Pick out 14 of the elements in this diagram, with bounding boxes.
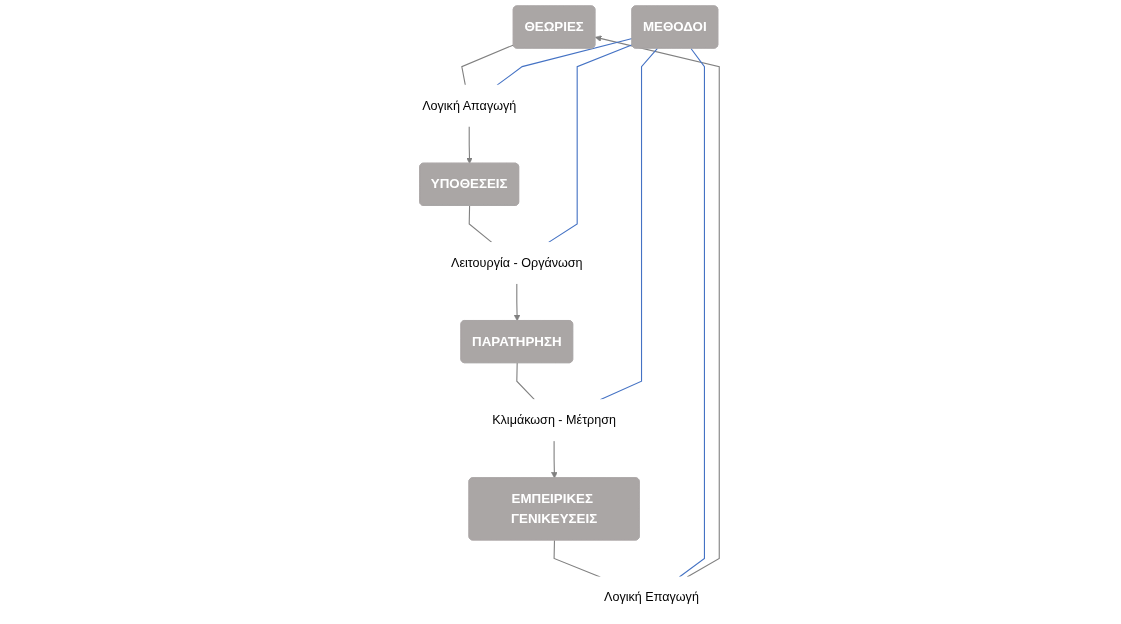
connector bbox=[496, 38, 633, 86]
connector bbox=[516, 362, 535, 401]
node-text: Λογική Απαγωγή bbox=[422, 98, 517, 113]
node-text: Λειτουργία - Οργάνωση bbox=[451, 255, 583, 270]
connector bbox=[548, 44, 633, 243]
arrow bbox=[551, 440, 558, 479]
arrow bbox=[466, 125, 473, 164]
connector bbox=[461, 44, 515, 86]
node-text: Λογική Επαγωγή bbox=[604, 590, 699, 605]
connector bbox=[678, 47, 705, 578]
connector bbox=[468, 205, 493, 243]
arrow bbox=[594, 35, 720, 578]
arrow bbox=[513, 282, 521, 322]
node-text: Κλιμάκωση - Μέτρηση bbox=[492, 413, 617, 428]
